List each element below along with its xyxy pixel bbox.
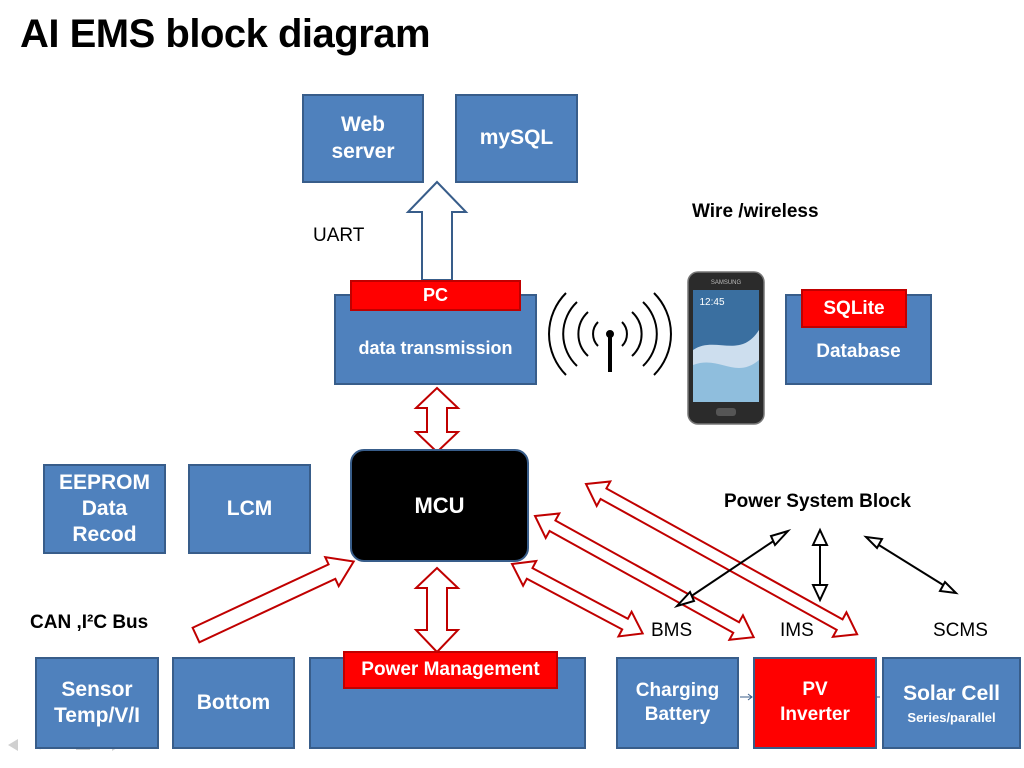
eeprom-block: EEPROM Data Recod [43,464,166,554]
data-transmission-label: data transmission [358,338,513,359]
bms-label: BMS [651,620,693,641]
sqlite-tag: SQLite [801,289,907,328]
can-bus-label: CAN ,I²C Bus [30,612,149,633]
power-system-block-label: Power System Block [724,491,911,512]
lcm-label: LCM [226,496,273,520]
scms-label: SCMS [933,620,988,641]
charging-battery-label: Charging Battery [635,680,720,725]
pc-tag-label: PC [422,285,448,305]
solar-cell-sub-label: Series/parallel [907,709,996,725]
solar-cell-label: Solar Cell [903,681,1000,705]
pv-inverter-block: PV Inverter [753,657,877,749]
uart-label: UART [313,225,365,246]
psb-scms-arrow [863,535,959,595]
uart-up-arrow [405,180,469,281]
phone-time: 12:45 [699,297,724,308]
pc-mcu-double-arrow [413,386,461,454]
mysql-block: mySQL [455,94,578,183]
pc-tag: PC [350,280,521,311]
power-management-tag: Power Management [343,651,558,689]
lcm-block: LCM [188,464,311,554]
psb-bms-arrow [673,529,792,608]
web-server-label: Web server [331,113,395,163]
page-title: AI EMS block diagram [20,12,431,56]
pv-inverter-label: PV Inverter [780,679,850,725]
charging-battery-block: Charging Battery [616,657,739,749]
web-server-block: Web server [302,94,424,183]
sqlite-tag-label: SQLite [823,297,885,319]
mcu-ims-double-arrow [533,512,756,641]
ims-label: IMS [780,620,814,641]
battery-pv-connector [740,693,753,701]
mysql-label: mySQL [479,126,554,150]
sensor-label: Sensor Temp/V/I [54,677,140,727]
psb-ims-arrow [811,527,829,603]
wire-wireless-label: Wire /wireless [692,201,819,222]
database-label: Database [816,340,901,362]
mcu-bms-double-arrow [510,559,645,638]
wireless-antenna-icon [548,292,672,376]
mcu-label: MCU [414,492,465,518]
bottom-block: Bottom [172,657,295,749]
mcu-power-double-arrow [413,566,461,654]
power-management-label: Power Management [361,659,540,680]
smartphone-icon: SAMSUNG 12:45 [687,271,765,425]
can-bus-arrow [191,555,356,644]
mcu-block: MCU [350,449,529,562]
phone-brand: SAMSUNG [711,280,742,286]
bottom-label: Bottom [196,690,271,714]
eeprom-label: EEPROM Data Recod [58,470,150,547]
mcu-pv-double-arrow [584,480,859,639]
sensor-block: Sensor Temp/V/I [35,657,159,749]
solar-cell-block: Solar Cell Series/parallel [882,657,1021,749]
